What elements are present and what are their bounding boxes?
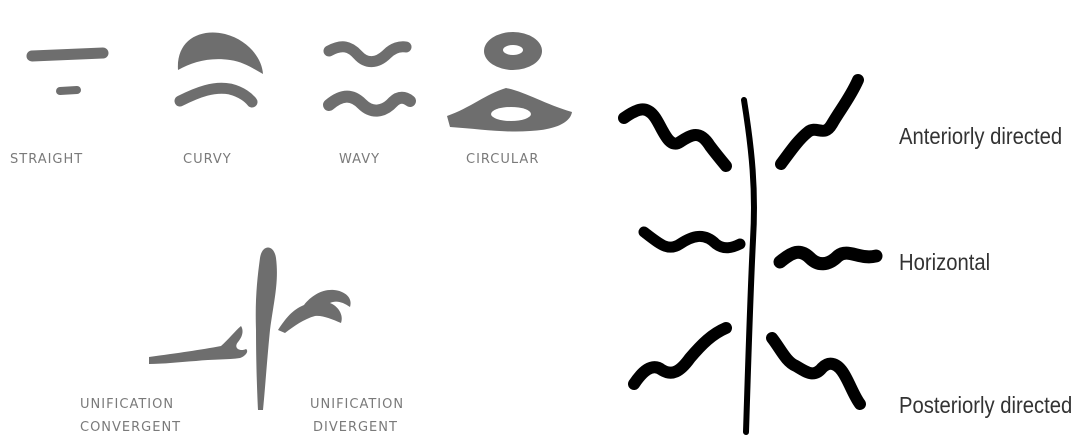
label-posteriorly-directed: Posteriorly directed	[899, 392, 1071, 419]
label-anteriorly-directed: Anteriorly directed	[899, 123, 1062, 150]
central-vertical-line	[744, 100, 754, 432]
horizontal-left-stroke	[644, 232, 740, 248]
posterior-left-stroke	[634, 328, 726, 384]
label-horizontal: Horizontal	[899, 249, 990, 276]
horizontal-right-stroke	[780, 252, 876, 264]
anterior-left-stroke	[624, 109, 726, 166]
anterior-right-stroke	[781, 80, 858, 164]
posterior-right-stroke	[772, 338, 860, 404]
